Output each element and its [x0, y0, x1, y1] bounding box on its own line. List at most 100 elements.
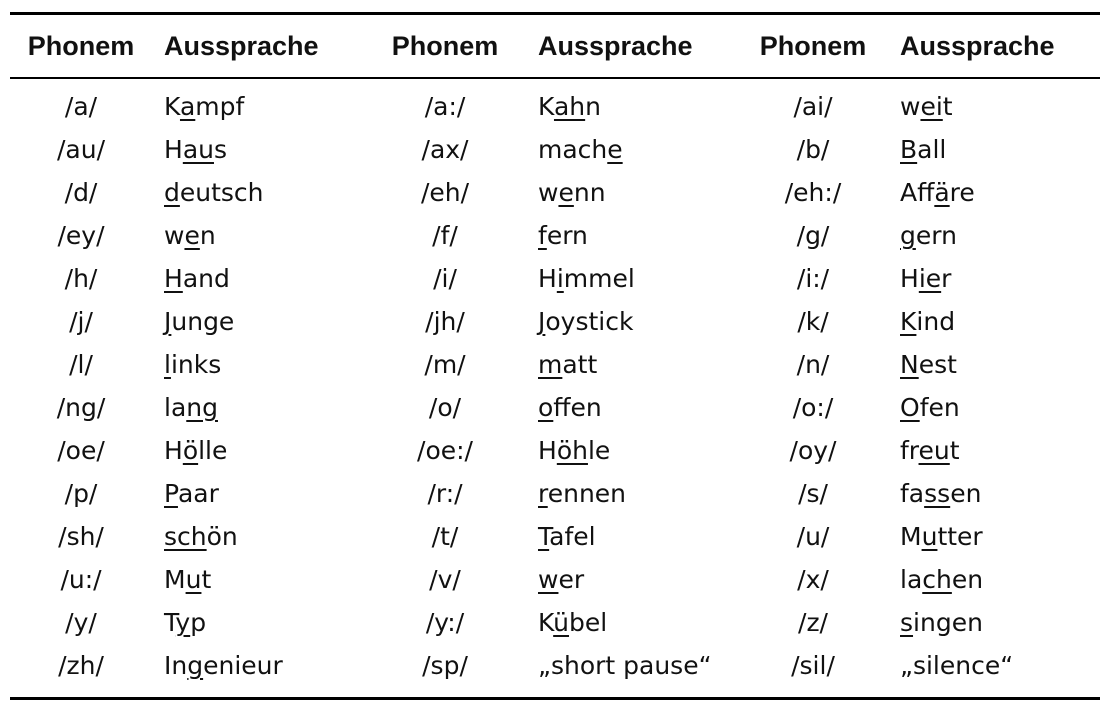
- pronunciation-highlight: ng: [186, 393, 218, 422]
- phoneme-cell: /m/: [424, 350, 466, 379]
- phoneme-cell: /a/: [64, 92, 98, 121]
- phoneme-cell: /eh:/: [784, 178, 842, 207]
- phoneme-cell: /b/: [796, 135, 830, 164]
- phoneme-cell: /y/: [65, 608, 97, 637]
- phoneme-cell: /zh/: [58, 651, 104, 680]
- pronunciation-highlight: u: [185, 565, 202, 594]
- pronunciation-cell: Typ: [164, 608, 207, 637]
- phoneme-cell: /z/: [798, 608, 828, 637]
- table-row: /l/links/m/matt/n/Nest: [10, 343, 1100, 386]
- phoneme-cell: /i:/: [796, 264, 830, 293]
- phoneme-cell: /x/: [797, 565, 829, 594]
- pronunciation-cell: Himmel: [538, 264, 635, 293]
- table-row: /ey/wen/f/fern/g/gern: [10, 214, 1100, 257]
- phoneme-cell: /h/: [64, 264, 98, 293]
- phoneme-cell: /y:/: [425, 608, 465, 637]
- phoneme-cell: /oe/: [57, 436, 105, 465]
- pronunciation-highlight: ie: [918, 264, 942, 293]
- phoneme-cell: /ax/: [421, 135, 469, 164]
- phoneme-cell: /au/: [56, 135, 105, 164]
- pronunciation-cell: Nest: [900, 350, 957, 379]
- phoneme-cell: /oe:/: [417, 436, 473, 465]
- pronunciation-highlight: s: [900, 608, 914, 637]
- pronunciation-cell: rennen: [538, 479, 627, 508]
- table-row: /oe/Hölle/oe:/Höhle/oy/freut: [10, 429, 1100, 472]
- pronunciation-highlight: u: [921, 522, 938, 551]
- pronunciation-highlight: i: [556, 264, 564, 293]
- table-row: /y/Typ/y:/ Kübel/z/singen: [10, 601, 1100, 644]
- pronunciation-highlight: ei: [920, 92, 943, 121]
- phoneme-cell: /ng/: [56, 393, 106, 422]
- header-phonem-3: Phonem: [759, 30, 867, 61]
- pronunciation-highlight: d: [164, 178, 180, 207]
- phoneme-cell: /v/: [429, 565, 461, 594]
- pronunciation-highlight: B: [900, 135, 918, 164]
- table-row: /d/deutsch/eh/wenn/eh:/Affäre: [10, 171, 1100, 214]
- pronunciation-highlight: g: [900, 221, 916, 250]
- phoneme-cell: /j/: [69, 307, 93, 336]
- phoneme-cell: /k/: [797, 307, 829, 336]
- table-row: /a/Kampf/a:/Kahn/ai/weit: [10, 77, 1100, 128]
- pronunciation-highlight: e: [607, 135, 623, 164]
- table-row: /zh/Ingenieur/sp/„short pause“/sil/„sile…: [10, 644, 1100, 687]
- pronunciation-cell: Mutter: [900, 522, 983, 551]
- pronunciation-highlight: J: [164, 307, 172, 336]
- phoneme-cell: /g/: [796, 221, 830, 250]
- phoneme-cell: /u:/: [60, 565, 102, 594]
- pronunciation-cell: „silence“: [900, 651, 1014, 680]
- phoneme-cell: /sil/: [791, 651, 835, 680]
- pronunciation-cell: Tafel: [538, 522, 596, 551]
- bottom-rule: [10, 697, 1100, 700]
- pronunciation-cell: fassen: [900, 479, 982, 508]
- phoneme-cell: /ai/: [793, 92, 833, 121]
- pronunciation-cell: Ofen: [900, 393, 960, 422]
- pronunciation-cell: wenn: [538, 178, 606, 207]
- pronunciation-cell: wen: [164, 221, 216, 250]
- pronunciation-cell: Kind: [900, 307, 956, 336]
- phoneme-table: Phonem Aussprache Phonem Aussprache Phon…: [10, 15, 1100, 687]
- pronunciation-highlight: l: [164, 350, 171, 379]
- phoneme-cell: /eh/: [420, 178, 470, 207]
- pronunciation-cell: lang: [164, 393, 218, 422]
- header-rule: [10, 77, 1100, 79]
- header-aussprache-3: Aussprache: [900, 30, 1055, 61]
- pronunciation-cell: „short pause“: [538, 651, 712, 680]
- pronunciation-cell: Hier: [900, 264, 952, 293]
- pronunciation-highlight: m: [538, 350, 563, 379]
- pronunciation-cell: matt: [538, 350, 598, 379]
- pronunciation-highlight: au: [182, 135, 214, 164]
- table-row: /p/Paar/r:/rennen/s/fassen: [10, 472, 1100, 515]
- phoneme-cell: /oy/: [789, 436, 837, 465]
- pronunciation-cell: links: [164, 350, 222, 379]
- pronunciation-highlight: f: [538, 221, 547, 250]
- pronunciation-cell: singen: [900, 608, 983, 637]
- table-row: /ng/lang/o/offen/o:/Ofen: [10, 386, 1100, 429]
- pronunciation-highlight: T: [538, 522, 550, 551]
- pronunciation-cell: Kübel: [538, 608, 608, 637]
- pronunciation-cell: deutsch: [164, 178, 264, 207]
- header-phonem-1: Phonem: [27, 30, 135, 61]
- top-rule: [10, 12, 1100, 15]
- pronunciation-cell: Paar: [164, 479, 219, 508]
- pronunciation-highlight: y: [175, 608, 191, 637]
- pronunciation-highlight: J: [538, 307, 546, 336]
- phoneme-cell: /l/: [69, 350, 93, 379]
- pronunciation-cell: Ball: [900, 135, 947, 164]
- table-row: /sh/schön/t/Tafel/u/Mutter: [10, 515, 1100, 558]
- pronunciation-cell: offen: [538, 393, 602, 422]
- table-row: /u:/Mut/v/wer/x/lachen: [10, 558, 1100, 601]
- phoneme-cell: /s/: [798, 479, 828, 508]
- pronunciation-highlight: H: [164, 264, 183, 293]
- table-row: /au/Haus/ax/mache/b/Ball: [10, 128, 1100, 171]
- phoneme-cell: /d/: [64, 178, 98, 207]
- phoneme-cell: /ey/: [57, 221, 105, 250]
- pronunciation-highlight: w: [538, 565, 559, 594]
- pronunciation-highlight: öh: [556, 436, 588, 465]
- pronunciation-highlight: g: [187, 651, 204, 680]
- phoneme-cell: /o/: [428, 393, 462, 422]
- pronunciation-cell: Joystick: [538, 307, 634, 336]
- pronunciation-highlight: ch: [922, 565, 952, 594]
- pronunciation-highlight: P: [164, 479, 178, 508]
- pronunciation-highlight: a: [179, 92, 196, 121]
